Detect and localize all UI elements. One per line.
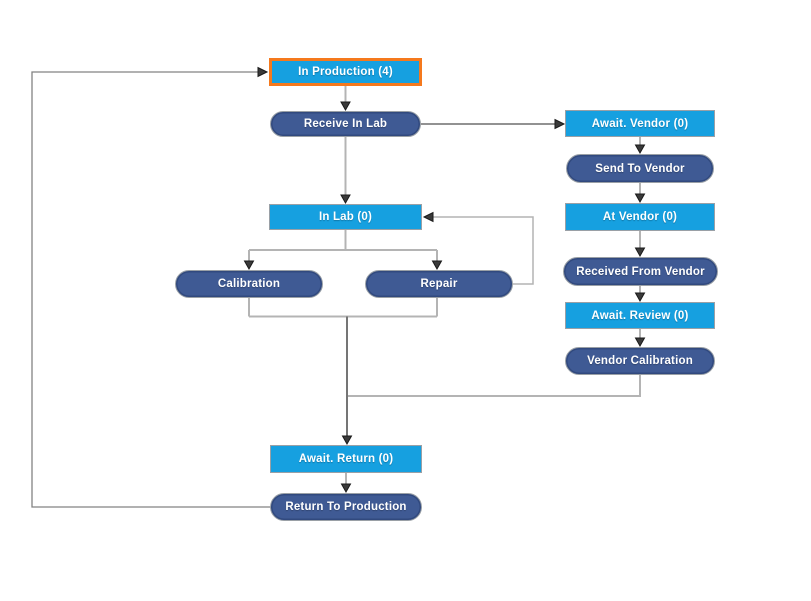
arrowhead-down-icon (340, 194, 351, 205)
arrowhead-down-icon (634, 144, 646, 155)
node-await-return[interactable]: Await. Return (0) (270, 445, 422, 473)
node-label: In Lab (0) (318, 211, 373, 223)
arrowhead-down-icon (340, 483, 352, 494)
connector-send-to-vendor-to-at-vendor (634, 183, 646, 204)
arrowhead-down-icon (243, 260, 255, 271)
arrowhead-down-icon (634, 337, 646, 348)
arrowhead-down-icon (634, 292, 646, 303)
connector-received-from-vendor-to-await-review (634, 286, 646, 303)
node-received-from-vendor[interactable]: Received From Vendor (563, 257, 718, 286)
node-label: In Production (4) (298, 66, 393, 78)
node-return-to-production[interactable]: Return To Production (270, 493, 422, 521)
node-calibration[interactable]: Calibration (175, 270, 323, 298)
connector-line (31, 71, 270, 508)
node-label: Receive In Lab (303, 118, 388, 130)
arrowhead-down-icon (634, 193, 646, 204)
node-vendor-calibration[interactable]: Vendor Calibration (565, 347, 715, 375)
connector-in-production-to-receive-in-lab (340, 86, 351, 112)
node-label: Await. Return (0) (298, 453, 394, 465)
arrowhead-down-icon (340, 101, 351, 112)
connector-await-review-to-vendor-calibration (634, 329, 646, 348)
node-repair[interactable]: Repair (365, 270, 513, 298)
node-in-lab[interactable]: In Lab (0) (269, 204, 422, 230)
node-send-to-vendor[interactable]: Send To Vendor (566, 154, 714, 183)
arrowhead-left-icon (422, 211, 434, 223)
node-at-vendor[interactable]: At Vendor (0) (565, 203, 715, 231)
arrowhead-right-icon (554, 118, 566, 130)
node-label: Vendor Calibration (587, 355, 693, 367)
connector-return-to-production-to-in-production (31, 66, 270, 508)
node-await-vendor[interactable]: Await. Vendor (0) (565, 110, 715, 137)
connector-line (427, 216, 534, 285)
connector-await-return-to-return-to-production (340, 473, 352, 494)
arrowhead-down-icon (431, 260, 443, 271)
node-in-production[interactable]: In Production (4) (269, 58, 422, 86)
node-receive-in-lab[interactable]: Receive In Lab (270, 111, 421, 137)
connector-in-lab-branch (243, 230, 443, 271)
node-label: Send To Vendor (595, 162, 685, 175)
node-label: Repair (420, 278, 458, 290)
connector-receive-in-lab-to-await-vendor (421, 118, 566, 130)
arrowhead-down-icon (341, 435, 353, 446)
node-label: Return To Production (285, 501, 407, 513)
node-label: Received From Vendor (576, 265, 705, 278)
connector-line (347, 375, 641, 397)
node-await-review[interactable]: Await. Review (0) (565, 302, 715, 329)
connector-await-vendor-to-send-to-vendor (634, 137, 646, 155)
connector-at-vendor-to-received-from-vendor (634, 231, 646, 258)
node-label: At Vendor (0) (602, 211, 678, 223)
connector-merge-to-await-return (341, 316, 353, 446)
connector-receive-in-lab-to-in-lab (340, 137, 351, 205)
node-label: Await. Review (0) (591, 309, 689, 322)
connector-repair-to-in-lab (422, 211, 534, 285)
connector-vendor-calibration-to-merge (347, 375, 641, 397)
arrowhead-down-icon (634, 247, 646, 258)
node-label: Calibration (217, 278, 281, 290)
connector-branch-merge (248, 298, 438, 318)
node-label: Await. Vendor (0) (591, 117, 689, 130)
arrowhead-right-icon (257, 66, 269, 78)
